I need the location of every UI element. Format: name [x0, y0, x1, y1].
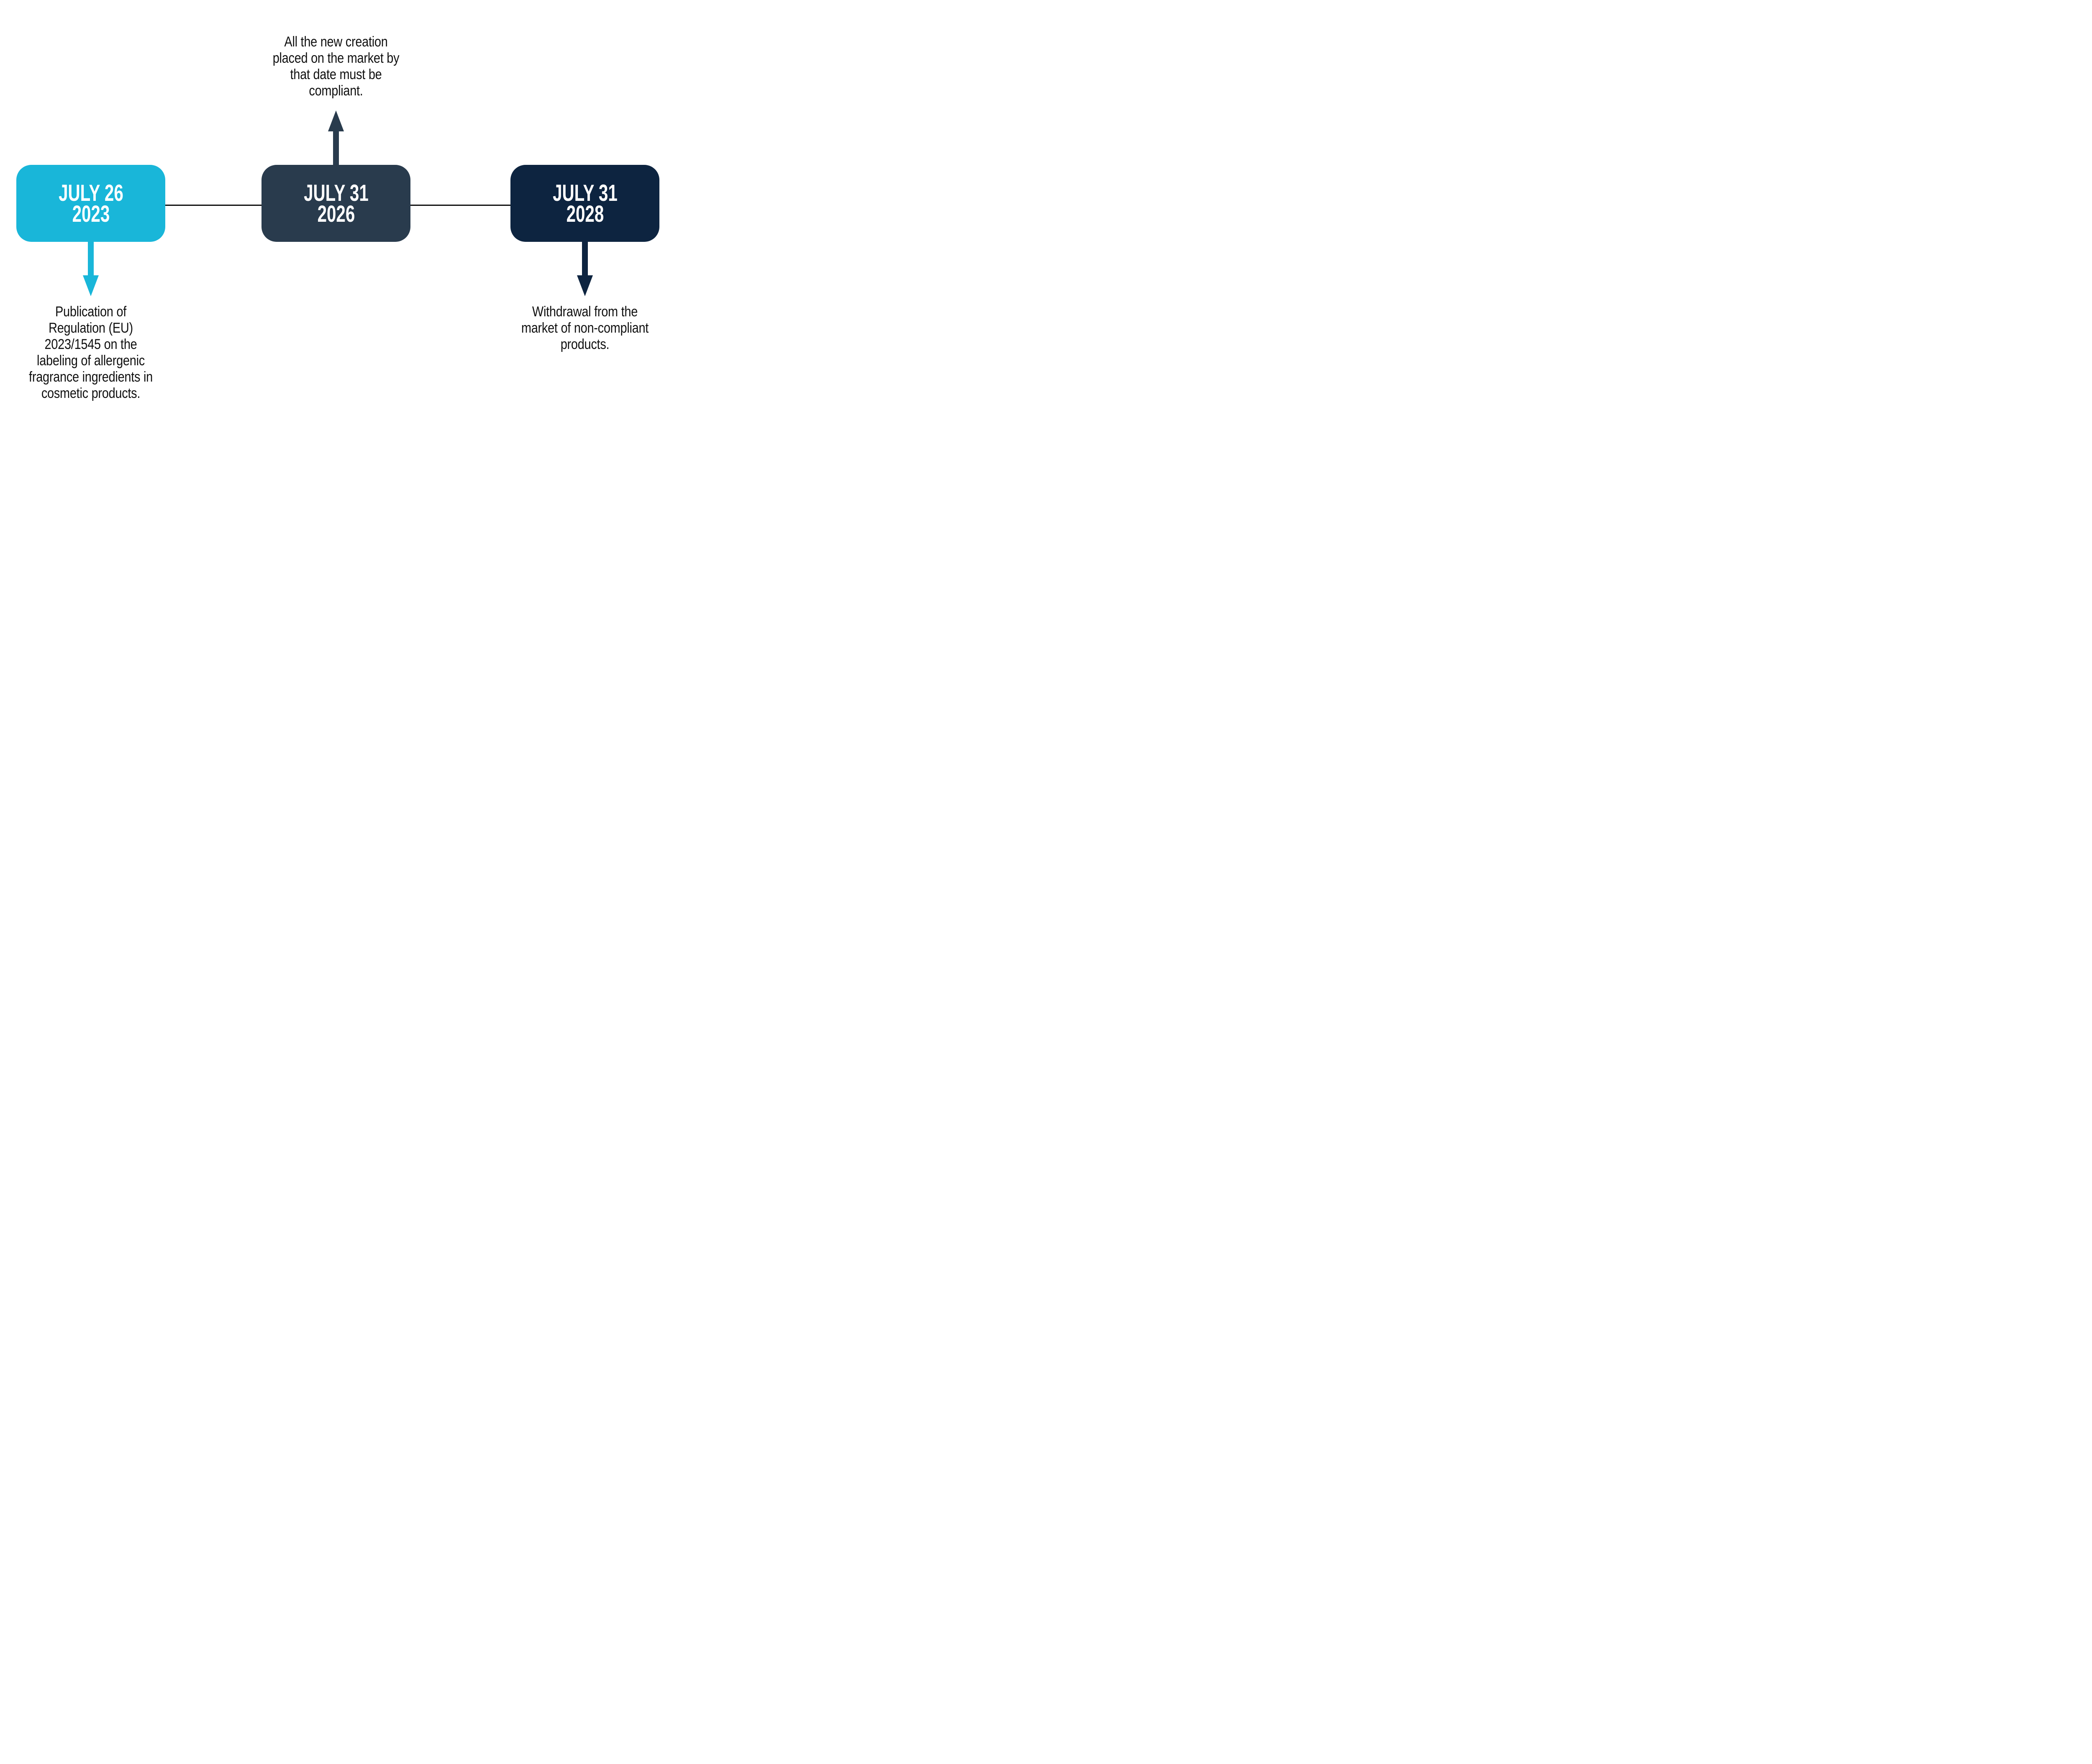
milestone-description-2028: Withdrawal from the market of non-compli… — [492, 304, 677, 353]
date-line-2: 2023 — [72, 200, 110, 227]
down-arrow-icon — [582, 241, 588, 275]
description-line: cosmetic products. — [41, 385, 141, 401]
down-arrow-head-icon — [577, 275, 593, 296]
description-line: Withdrawal from the — [532, 304, 638, 320]
up-arrow-head-icon — [328, 110, 344, 131]
description-line: fragrance ingredients in — [29, 369, 153, 385]
description-line: Regulation (EU) — [49, 320, 133, 336]
milestone-date-2028: JULY 31 2028 — [552, 179, 618, 227]
description-line: that date must be — [290, 67, 382, 82]
up-arrow-icon — [333, 131, 339, 166]
down-arrow-icon — [88, 241, 94, 275]
milestone-box-july-31-2026: JULY 31 2026 — [262, 165, 410, 242]
description-line: All the new creation — [284, 34, 388, 50]
date-line-1: JULY 31 — [552, 179, 618, 206]
description-line: Publication of — [55, 304, 126, 320]
milestone-date-2023: JULY 26 2023 — [58, 179, 123, 227]
description-line: labeling of allergenic — [37, 353, 145, 369]
description-line: market of non-compliant — [521, 320, 649, 336]
description-line: products. — [560, 336, 610, 352]
timeline-infographic: JULY 26 2023 Publication of Regulation (… — [0, 0, 682, 441]
date-line-1: JULY 31 — [303, 179, 369, 206]
description-line: compliant. — [309, 83, 363, 99]
date-line-2: 2028 — [566, 200, 604, 227]
milestone-box-july-26-2023: JULY 26 2023 — [16, 165, 165, 242]
milestone-date-2026: JULY 31 2026 — [303, 179, 369, 227]
down-arrow-head-icon — [83, 275, 99, 296]
date-line-1: JULY 26 — [58, 179, 123, 206]
description-line: placed on the market by — [272, 50, 400, 66]
milestone-box-july-31-2028: JULY 31 2028 — [510, 165, 659, 242]
milestone-description-2023: Publication of Regulation (EU) 2023/1545… — [0, 304, 183, 402]
milestone-description-2026: All the new creation placed on the marke… — [244, 34, 428, 99]
date-line-2: 2026 — [317, 200, 355, 227]
description-line: 2023/1545 on the — [44, 336, 137, 352]
